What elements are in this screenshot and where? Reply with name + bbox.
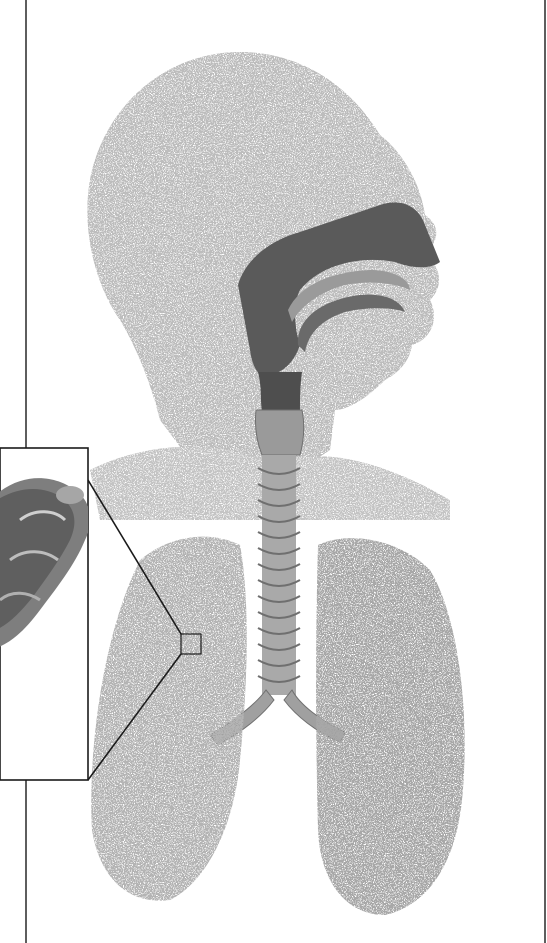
larynx xyxy=(255,410,303,455)
left-lung xyxy=(316,538,465,915)
pharynx xyxy=(258,372,302,412)
right-lung xyxy=(91,537,246,901)
trachea xyxy=(258,455,300,695)
